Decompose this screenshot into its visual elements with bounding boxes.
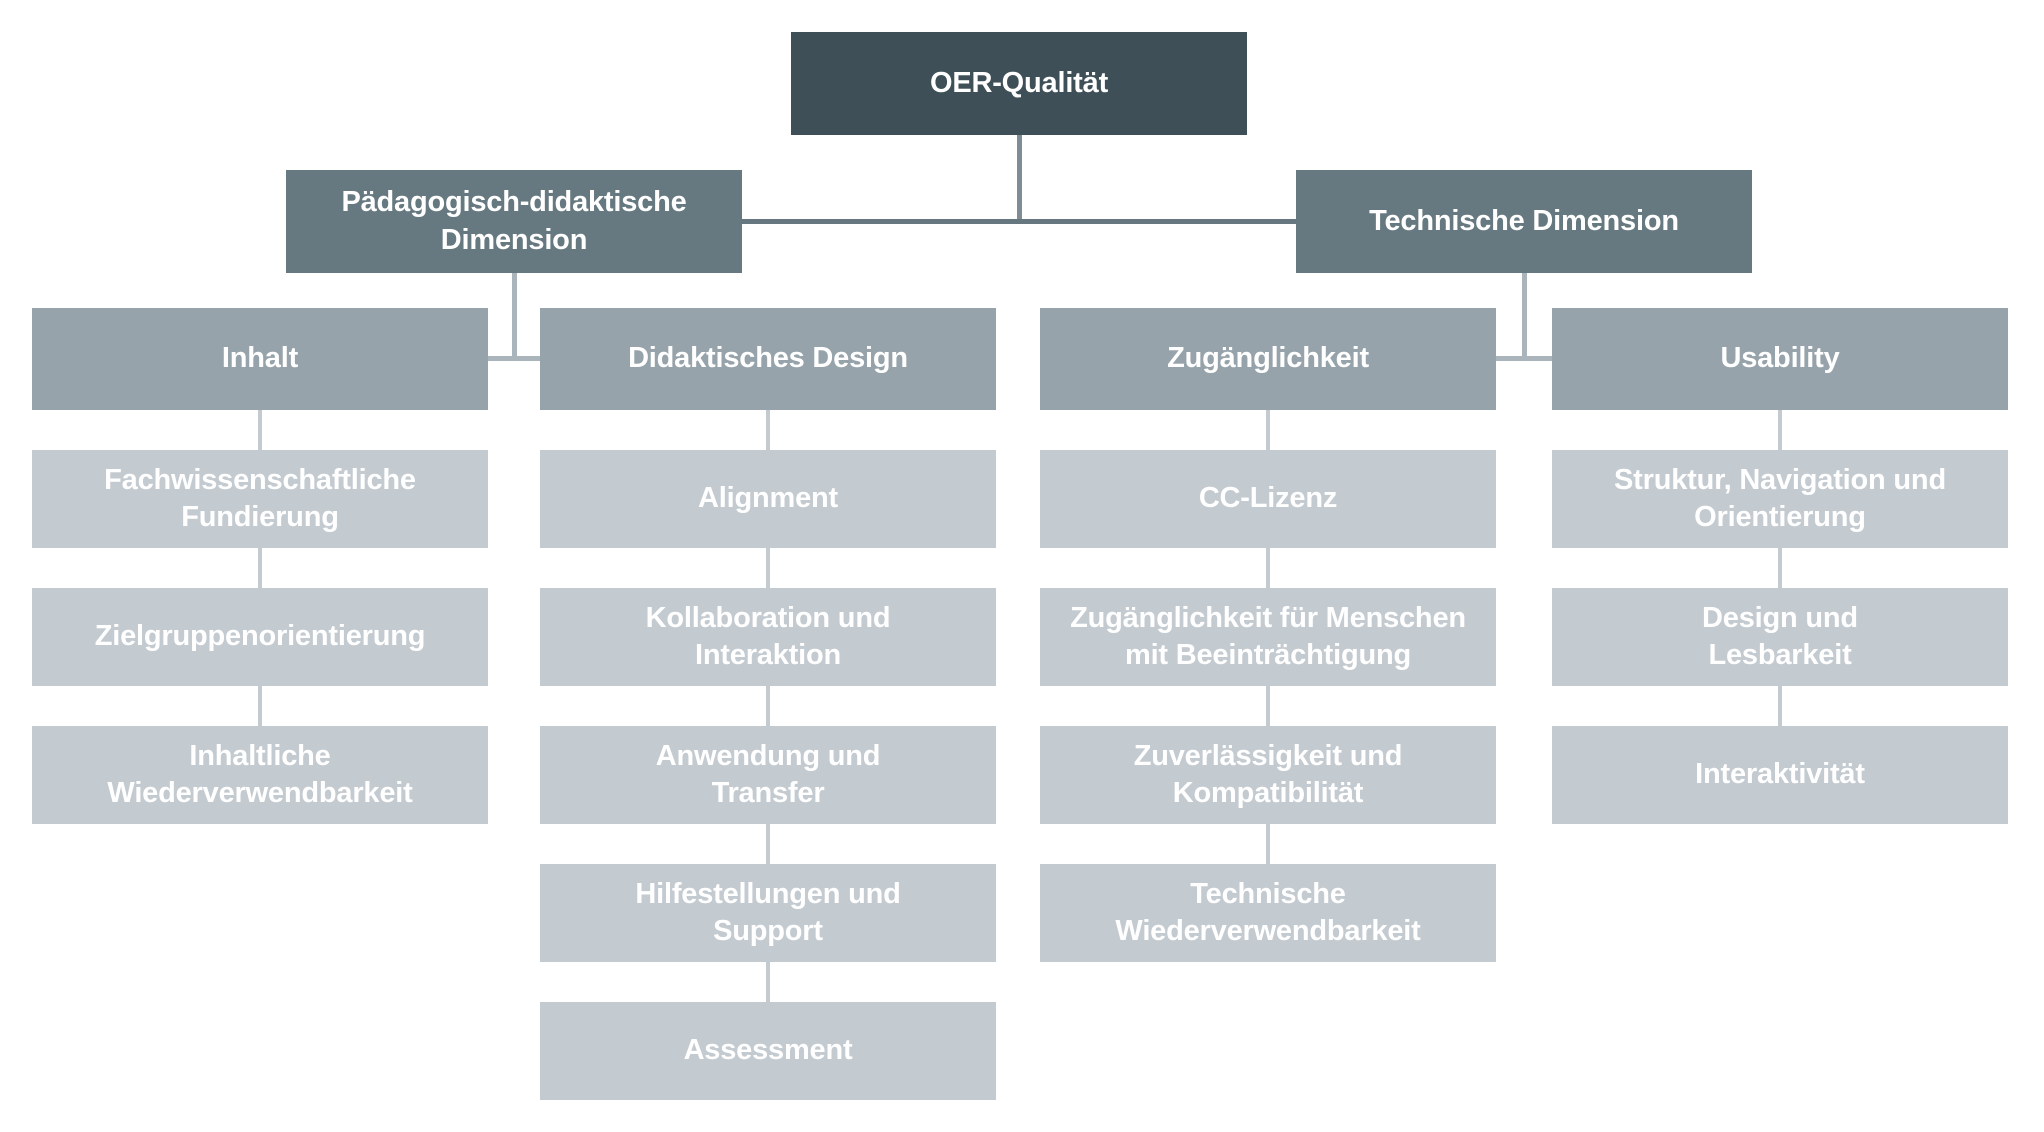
item-box-kollaboration-und-interaktion: Kollaboration und Interaktion	[540, 588, 996, 686]
item-box-zuverlaessigkeit-und-kompatibilitaet: Zuverlässigkeit und Kompatibilität	[1040, 726, 1496, 824]
connector-zugaenglichkeit-1	[1266, 410, 1270, 450]
item-box-cc-lizenz: CC-Lizenz	[1040, 450, 1496, 548]
item-box-zielgruppenorientierung: Zielgruppenorientierung	[32, 588, 488, 686]
item-box-anwendung-und-transfer: Anwendung und Transfer	[540, 726, 996, 824]
connector-didaktisches-design-4	[766, 824, 770, 864]
connector-didaktisches-design-2	[766, 548, 770, 588]
connector-usability-2	[1778, 548, 1782, 588]
dimension-box-technisch: Technische Dimension	[1296, 170, 1752, 273]
connector-zugaenglichkeit-3	[1266, 686, 1270, 726]
connector-zugaenglichkeit-4	[1266, 824, 1270, 864]
connector-inhalt-2	[258, 548, 262, 588]
item-box-interaktivitaet: Interaktivität	[1552, 726, 2008, 824]
connector-paedagogisch-stub	[488, 356, 540, 361]
item-box-fachwissenschaftliche-fundierung: Fachwissenschaftliche Fundierung	[32, 450, 488, 548]
connector-zugaenglichkeit-2	[1266, 548, 1270, 588]
connector-usability-1	[1778, 410, 1782, 450]
item-box-struktur-navigation-orientierung: Struktur, Navigation und Orientierung	[1552, 450, 2008, 548]
connector-usability-3	[1778, 686, 1782, 726]
connector-technisch-drop	[1522, 272, 1527, 361]
item-box-assessment: Assessment	[540, 1002, 996, 1100]
connector-didaktisches-design-5	[766, 962, 770, 1002]
category-box-zugaenglichkeit: Zugänglichkeit	[1040, 308, 1496, 410]
dimension-box-paedagogisch-didaktisch: Pädagogisch-didaktische Dimension	[286, 170, 742, 273]
connector-root-drop	[1017, 135, 1022, 222]
root-box: OER-Qualität	[791, 32, 1247, 135]
connector-inhalt-3	[258, 686, 262, 726]
connector-paedagogisch-drop	[512, 272, 517, 361]
item-box-zugaenglichkeit-menschen-beeintraechtigung: Zugänglichkeit für Menschen mit Beeinträ…	[1040, 588, 1496, 686]
item-box-design-und-lesbarkeit: Design und Lesbarkeit	[1552, 588, 2008, 686]
item-box-technische-wiederverwendbarkeit: Technische Wiederverwendbarkeit	[1040, 864, 1496, 962]
item-box-alignment: Alignment	[540, 450, 996, 548]
connector-inhalt-1	[258, 410, 262, 450]
connector-didaktisches-design-3	[766, 686, 770, 726]
category-box-didaktisches-design: Didaktisches Design	[540, 308, 996, 410]
category-box-inhalt: Inhalt	[32, 308, 488, 410]
connector-technisch-stub	[1496, 356, 1552, 361]
connector-dimensions-bar	[742, 219, 1296, 224]
item-box-hilfestellungen-und-support: Hilfestellungen und Support	[540, 864, 996, 962]
connector-didaktisches-design-1	[766, 410, 770, 450]
category-box-usability: Usability	[1552, 308, 2008, 410]
item-box-inhaltliche-wiederverwendbarkeit: Inhaltliche Wiederverwendbarkeit	[32, 726, 488, 824]
